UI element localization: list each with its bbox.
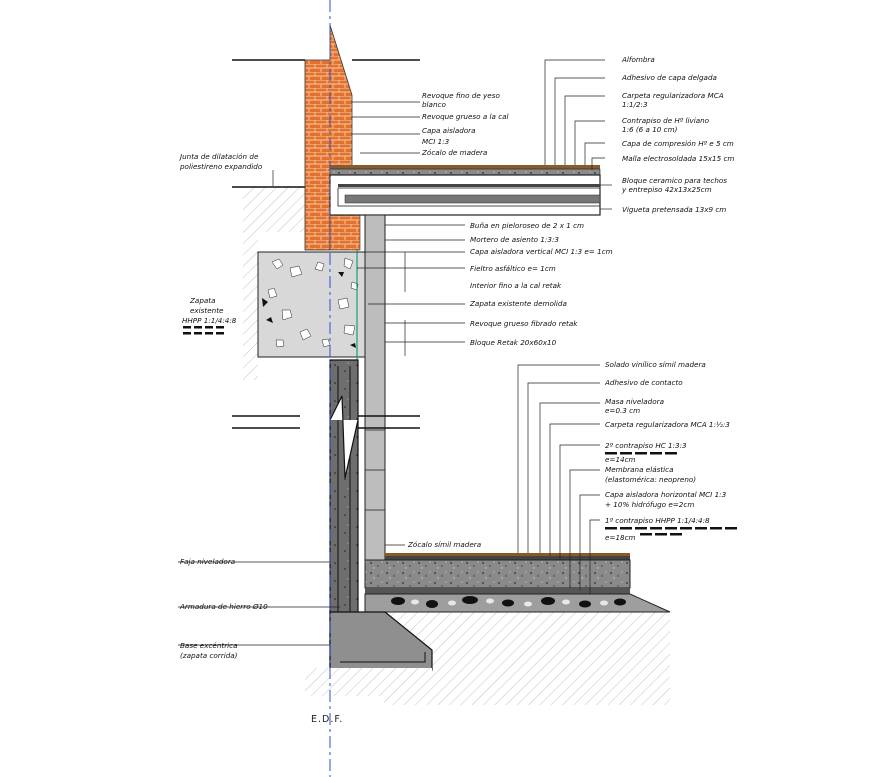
label-revoque-grueso: Revoque grueso a la cal [422,112,509,121]
label-armadura: Armadura de hierro Ø10 [179,602,268,611]
axis-label: E.D.F. [311,714,343,725]
label-bloque-ceramico: Bloque ceramico para techos [622,176,727,185]
eccentric-footing [305,611,433,696]
label-buna: Buña en pieloroseo de 2 x 1 cm [470,221,584,230]
label-zapata-hhpp: HHPP 1:1/4:4:8 [182,316,237,325]
labels-left: Junta de dilatación de poliestireno expa… [178,152,268,660]
lower-floor [364,553,671,613]
label-bloque-ceramico-size: y entrepiso 42x13x25cm [621,185,712,194]
label-base-tipo: (zapata corrida) [180,651,238,660]
brick-wall [304,24,361,251]
label-solado: Solado vinílico símil madera [605,360,706,369]
label-contrapiso-1-e: e=18cm [605,533,636,542]
upper-slab [329,165,601,216]
label-adhesivo: Adhesivo de capa delgada [621,73,717,82]
label-carpeta-inferior: Carpeta regularizadora MCA 1:½:3 [605,420,730,429]
label-contrapiso-ratio: 1:6 (6 a 10 cm) [622,125,678,134]
label-alfombra: Alfombra [621,55,655,64]
label-capa-horizontal-e: + 10% hidrófugo e=2cm [605,500,694,509]
labels-middle: Buña en pieloroseo de 2 x 1 cm Mortero d… [469,221,613,347]
label-zocalo-madera: Zócalo de madera [421,148,487,157]
label-masa: Masa niveladora [605,397,664,406]
label-contrapiso: Contrapiso de Hº liviano [622,116,710,125]
leader-lines [178,59,612,646]
label-zapata: Zapata [189,296,216,305]
label-malla: Malla electrosoldada 15x15 cm [622,154,734,163]
label-bloque-retak: Bloque Retak 20x60x10 [470,338,557,347]
label-masa-e: e=0.3 cm [605,406,640,415]
label-capa-aisladora-mix: MCI 1:3 [422,137,450,146]
label-capa-compresion: Capa de compresión Hº e 5 cm [622,139,734,148]
label-contrapiso-2: 2º contrapiso HC 1:3:3 [605,441,687,450]
label-base: Base excéntrica [180,641,238,650]
label-vigueta: Vigueta pretensada 13x9 cm [622,205,726,214]
label-zapata-demolida: Zapata existente demolida [469,299,567,308]
label-carpeta: Carpeta regularizadora MCA [622,91,724,100]
label-fieltro: Fieltro asfáltico e= 1cm [470,264,556,273]
left-break-lines [232,59,420,429]
labels-top-right: Alfombra Adhesivo de capa delgada Carpet… [621,55,734,214]
label-revoque-fino-2: blanco [422,100,446,109]
ground-under-floor [384,612,670,705]
label-faja: Faja niveladora [180,557,235,566]
label-revoque-fibrado: Revoque grueso fibrado retak [470,319,578,328]
label-capa-aisladora: Capa aisladora [422,126,476,135]
label-junta: Junta de dilatación de [178,152,259,161]
label-contrapiso-1: 1º contrapiso HHPP 1:1/4:4:8 [605,516,710,525]
label-membrana: Membrana elástica [605,465,674,474]
label-revoque-fino: Revoque fino de yeso [422,91,500,100]
label-capa-vertical: Capa aisladora vertical MCI 1:3 e= 1cm [470,247,613,256]
label-mortero: Mortero de asiento 1:3:3 [470,235,559,244]
existing-footing [257,251,369,358]
label-capa-horizontal: Capa aisladora horizontal MCI 1:3 [605,490,727,499]
ground-upper-left [232,186,305,380]
label-contrapiso-2-e: e=14cm [605,455,636,464]
labels-wall: Revoque fino de yeso blanco Revoque grue… [421,91,509,157]
labels-bottom-right: Solado vinílico símil madera Adhesivo de… [604,360,730,542]
label-membrana-tipo: (elastomérica: neopreno) [605,475,696,484]
label-zapata-existente: existente [190,306,224,315]
labels-lower: Zócalo símil madera [407,540,481,549]
lower-concrete-wall [329,359,359,669]
label-carpeta-ratio: 1:1/2:3 [622,100,648,109]
label-zocalo-simil: Zócalo símil madera [407,540,481,549]
label-interior-fino: Interior fino a la cal retak [470,281,562,290]
label-adhesivo-contacto: Adhesivo de contacto [604,378,683,387]
scale-bars [183,326,737,536]
label-junta-2: poliestireno expandido [179,162,263,171]
